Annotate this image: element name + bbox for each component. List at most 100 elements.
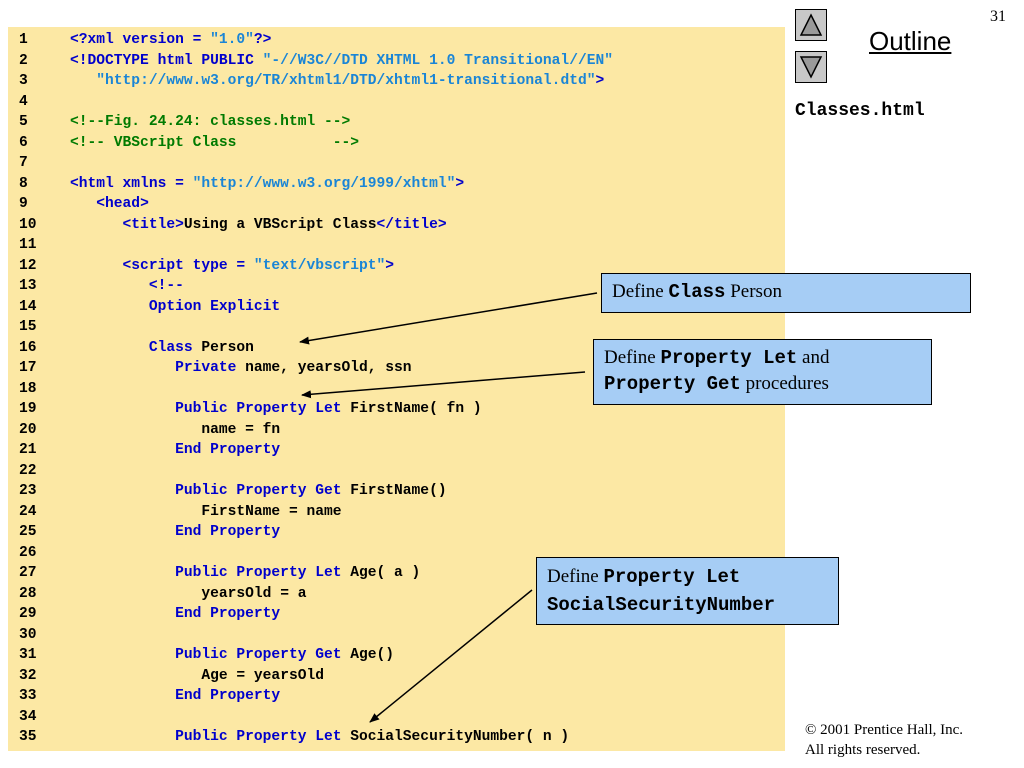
line-number: 25	[19, 524, 37, 540]
code-token: Using a VBScript Class	[183, 216, 377, 233]
code-line: 33 End Property	[8, 686, 785, 706]
arrow-property	[301, 371, 586, 399]
code-token: <!--	[148, 278, 184, 294]
code-line: 1 <?xml version = "1.0"?>	[8, 30, 785, 50]
line-number: 9	[19, 196, 28, 212]
code-line: 26	[8, 543, 785, 563]
line-number: 33	[19, 688, 37, 704]
code-token: ?>	[253, 32, 272, 48]
line-number: 20	[19, 421, 37, 438]
line-number: 26	[19, 544, 37, 561]
code-text: End Property	[70, 686, 280, 706]
line-number: 15	[19, 319, 37, 335]
code-line: 14 Option Explicit	[8, 297, 785, 317]
code-text: FirstName = name	[70, 502, 342, 522]
code-text: Public Property Get Age()	[70, 645, 394, 665]
code-token: Public Property Get	[175, 483, 351, 499]
line-number: 34	[19, 708, 37, 725]
code-text: End Property	[70, 604, 280, 624]
code-line: 30	[8, 625, 785, 645]
line-number: 4	[19, 93, 28, 110]
line-number: 6	[19, 134, 28, 151]
callout-text: Define	[604, 347, 661, 368]
code-token: >	[385, 257, 395, 274]
line-number: 12	[19, 257, 37, 274]
code-token: <?xml version =	[70, 32, 211, 48]
code-token: Public Property Let	[175, 401, 351, 417]
page-number: 31	[990, 8, 1006, 25]
code-token: FirstName( fn )	[350, 401, 482, 417]
code-token: "-//W3C//DTD XHTML 1.0 Transitional//EN"	[262, 52, 613, 69]
callout-text: Define	[547, 566, 604, 587]
file-name: Classes.html	[795, 101, 925, 121]
code-line: 32 Age = yearsOld	[8, 666, 785, 686]
code-token: <script type =	[122, 257, 254, 274]
code-token: End Property	[175, 442, 281, 458]
code-line: 22	[8, 461, 785, 481]
code-text: End Property	[70, 522, 280, 542]
line-number: 18	[19, 380, 37, 397]
code-text: <?xml version = "1.0"?>	[70, 30, 271, 50]
copyright-line-1: © 2001 Prentice Hall, Inc.	[805, 722, 964, 738]
code-token: Public Property Let	[175, 565, 351, 581]
code-token: FirstName()	[350, 483, 447, 499]
line-number: 13	[19, 278, 37, 294]
line-number: 16	[19, 339, 37, 356]
line-number: 28	[19, 585, 37, 602]
previous-slide-button[interactable]	[795, 9, 827, 41]
outline-link[interactable]: Outline	[869, 26, 952, 56]
code-token: Public Property Let	[175, 729, 351, 745]
code-token: "text/vbscript"	[253, 257, 386, 274]
code-line: 7	[8, 153, 785, 173]
code-token: <html xmlns =	[70, 175, 193, 192]
code-text: Age = yearsOld	[70, 666, 324, 686]
line-number: 11	[19, 237, 37, 253]
code-line: 34	[8, 707, 785, 727]
copyright-line-2: All rights reserved.	[805, 742, 921, 758]
triangle-down-icon	[799, 56, 823, 79]
callout-code: SocialSecurityNumber	[547, 594, 776, 616]
code-line: 21 End Property	[8, 440, 785, 460]
code-text: Class Person	[70, 338, 254, 358]
code-token: Class	[148, 339, 202, 356]
code-text: <head>	[70, 194, 149, 214]
code-text: <!-- VBScript Class -->	[70, 133, 359, 153]
line-number: 8	[19, 175, 28, 192]
callout-code: Property Let	[660, 347, 798, 369]
code-token: End Property	[175, 606, 281, 622]
code-line: 13 <!--	[8, 276, 785, 296]
code-text: yearsOld = a	[70, 584, 306, 604]
code-token: <!DOCTYPE html PUBLIC	[70, 52, 263, 69]
code-token: <head>	[96, 196, 149, 212]
line-number: 3	[19, 73, 28, 89]
code-text: name = fn	[70, 420, 280, 440]
code-token: name, yearsOld, ssn	[245, 360, 412, 376]
line-number: 23	[19, 483, 37, 499]
line-number: 19	[19, 401, 37, 417]
code-token: FirstName = name	[201, 503, 342, 520]
code-text: <!--	[70, 276, 184, 296]
code-text: <!--Fig. 24.24: classes.html -->	[70, 112, 350, 132]
code-line: 27 Public Property Let Age( a )	[8, 563, 785, 583]
code-token: Age( a )	[350, 565, 421, 581]
code-line: 16 Class Person	[8, 338, 785, 358]
line-number: 17	[19, 360, 37, 376]
code-text: <script type = "text/vbscript">	[70, 256, 395, 276]
code-token: Person	[201, 339, 254, 356]
line-number: 14	[19, 298, 37, 315]
line-number: 29	[19, 606, 37, 622]
next-slide-button[interactable]	[795, 51, 827, 83]
code-text: Public Property Get FirstName()	[70, 481, 447, 501]
callout-code: Class	[668, 281, 726, 303]
code-text: <html xmlns = "http://www.w3.org/1999/xh…	[70, 174, 464, 194]
line-number: 1	[19, 32, 28, 48]
code-text: <!DOCTYPE html PUBLIC "-//W3C//DTD XHTML…	[70, 51, 613, 71]
line-number: 35	[19, 729, 37, 745]
code-line: 23 Public Property Get FirstName()	[8, 481, 785, 501]
code-text: End Property	[70, 440, 280, 460]
code-token: <title>	[122, 216, 184, 233]
code-token: yearsOld = a	[201, 585, 307, 602]
code-token: </title>	[376, 216, 447, 233]
